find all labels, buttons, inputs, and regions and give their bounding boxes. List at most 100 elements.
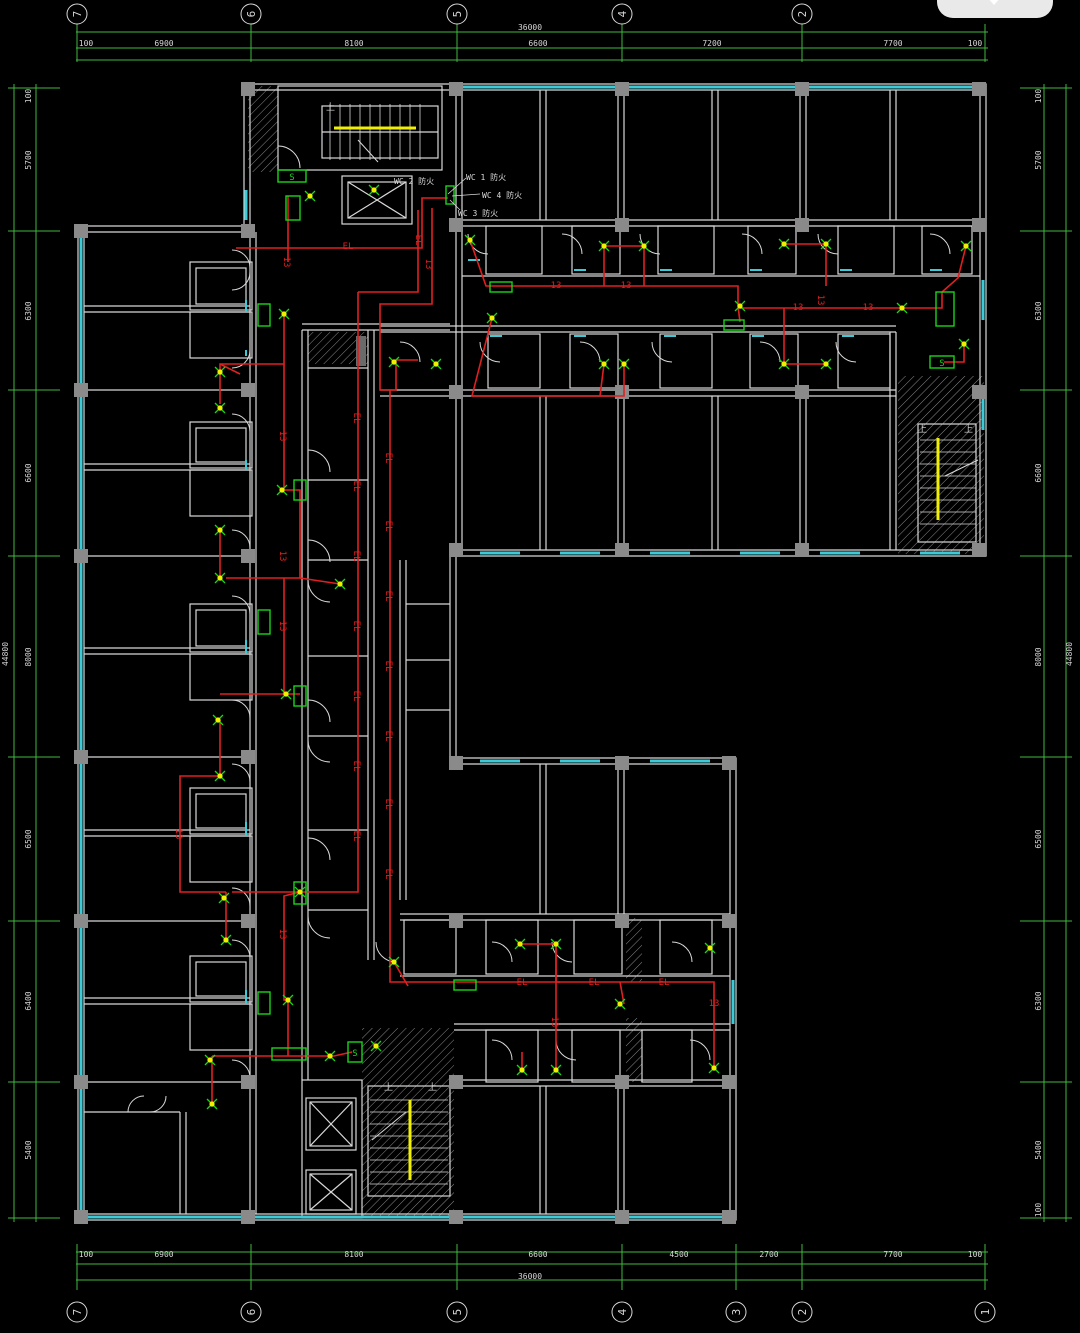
ceiling-light-icon (212, 714, 224, 726)
dim-left-span: 6300 (24, 301, 33, 320)
circuit-label-el: EL (351, 413, 361, 424)
dim-right-span: 6300 (1034, 991, 1043, 1010)
ceiling-light-icon (896, 302, 908, 314)
circuit-label-13: 13 (793, 303, 804, 313)
ceiling-light-icon (280, 688, 292, 700)
circuit-label-13: 13 (709, 999, 720, 1009)
dim-bottom-span: 100 (79, 1250, 94, 1259)
circuit-label-el: EL (589, 978, 600, 988)
circuit-label-13: 13 (423, 259, 433, 270)
ceiling-light-icon (430, 358, 442, 370)
circuit-label-el: EL (413, 235, 423, 246)
ceiling-light-icon (370, 1040, 382, 1052)
fixture-label-s: S (939, 359, 944, 369)
door-swings (127, 145, 951, 1113)
grid-label-bottom-1: 1 (979, 1309, 992, 1316)
dim-bottom-span: 4500 (669, 1250, 688, 1259)
dim-bottom-span: 6900 (154, 1250, 173, 1259)
grid-label-bottom-4: 4 (616, 1308, 629, 1315)
dim-right-span: 6500 (1034, 829, 1043, 848)
wc-tag: WC 3 防火 (458, 208, 498, 218)
stair-up-label: 上 (428, 1082, 437, 1093)
light-points (204, 184, 972, 1110)
dimension-frame (8, 24, 1072, 1290)
ceiling-light-icon (220, 934, 232, 946)
ceiling-light-icon (704, 942, 716, 954)
circuit-label-13: 13 (621, 281, 632, 291)
wc-tag: WC 1 防火 (466, 172, 506, 182)
grid-label-top-6: 6 (245, 11, 258, 18)
wc-tag: WC 2 防火 (394, 176, 434, 186)
grid-label-top-2: 2 (796, 11, 809, 18)
circuit-label-13: 13 (863, 303, 874, 313)
grid-label-top-4: 4 (616, 10, 629, 17)
ceiling-light-icon (618, 358, 630, 370)
circuit-label-el: EL (351, 761, 361, 772)
window-marks (245, 259, 942, 1004)
fixture-label-s: S (352, 1049, 357, 1059)
circuit-label-el: EL (383, 731, 393, 742)
circuit-label-13: 13 (277, 551, 287, 562)
circuit-label-el: EL (351, 831, 361, 842)
stair-handrails (334, 126, 940, 1180)
circuit-label-13: 13 (551, 281, 562, 291)
dim-left-span: 6600 (24, 463, 33, 482)
dim-top-span: 6900 (154, 39, 173, 48)
circuit-label-13: 13 (549, 1017, 559, 1028)
dim-bottom-span: 7700 (883, 1250, 902, 1259)
dim-bottom-total: 36000 (518, 1272, 542, 1281)
dim-right-span: 5400 (1034, 1140, 1043, 1159)
ceiling-light-icon (294, 886, 306, 898)
ceiling-light-icon (282, 994, 294, 1006)
collapse-control[interactable] (937, 0, 1053, 18)
ceiling-light-icon (304, 190, 316, 202)
columns (74, 82, 986, 1224)
circuit-label-el: EL (351, 481, 361, 492)
ceiling-light-icon (614, 998, 626, 1010)
stair-up-label: 上 (326, 102, 335, 113)
ceiling-light-icon (550, 1064, 562, 1076)
dim-bottom-span: 100 (968, 1250, 983, 1259)
ceiling-light-icon (218, 892, 230, 904)
ceiling-light-icon (708, 1062, 720, 1074)
stair-up-label: 上 (384, 1082, 393, 1093)
ceiling-light-icon (214, 402, 226, 414)
circuit-label-el: EL (343, 242, 354, 252)
walls (77, 83, 987, 1221)
dim-right-span: 6600 (1034, 463, 1043, 482)
dim-right-span: 8000 (1034, 647, 1043, 666)
dim-left-span: 6400 (24, 991, 33, 1010)
circuit-label-el: EL (383, 799, 393, 810)
ceiling-light-icon (486, 312, 498, 324)
grid-label-bottom-3: 3 (730, 1309, 743, 1316)
grid-label-bottom-2: 2 (796, 1309, 809, 1316)
ceiling-light-icon (214, 366, 226, 378)
circuit-label-el: EL (351, 691, 361, 702)
dim-left-total: 44800 (1, 642, 10, 666)
ceiling-light-icon (820, 358, 832, 370)
ceiling-light-icon (960, 240, 972, 252)
ceiling-light-icon (276, 484, 288, 496)
lighting-fixtures (257, 169, 955, 1063)
ceiling-light-icon (516, 1064, 528, 1076)
ceiling-light-icon (324, 1050, 336, 1062)
ceiling-light-icon (734, 300, 746, 312)
ceiling-light-icon (514, 938, 526, 950)
circuit-label-13: 13 (277, 431, 287, 442)
grid-bubbles (66, 3, 996, 1323)
grid-label-bottom-6: 6 (245, 1309, 258, 1316)
circuit-label-13: 13 (173, 829, 183, 840)
grid-label-bottom-7: 7 (71, 1309, 84, 1316)
dim-right-span: 100 (1034, 1203, 1043, 1218)
dim-bottom-span: 8100 (344, 1250, 363, 1259)
ceiling-light-icon (638, 240, 650, 252)
ceiling-light-icon (388, 956, 400, 968)
circuit-label-el: EL (659, 978, 670, 988)
stair-up-label: 上 (964, 424, 973, 435)
ceiling-light-icon (598, 240, 610, 252)
ceiling-light-icon (958, 338, 970, 350)
circuit-label-el: EL (383, 661, 393, 672)
fixture-label-s: S (289, 173, 294, 183)
